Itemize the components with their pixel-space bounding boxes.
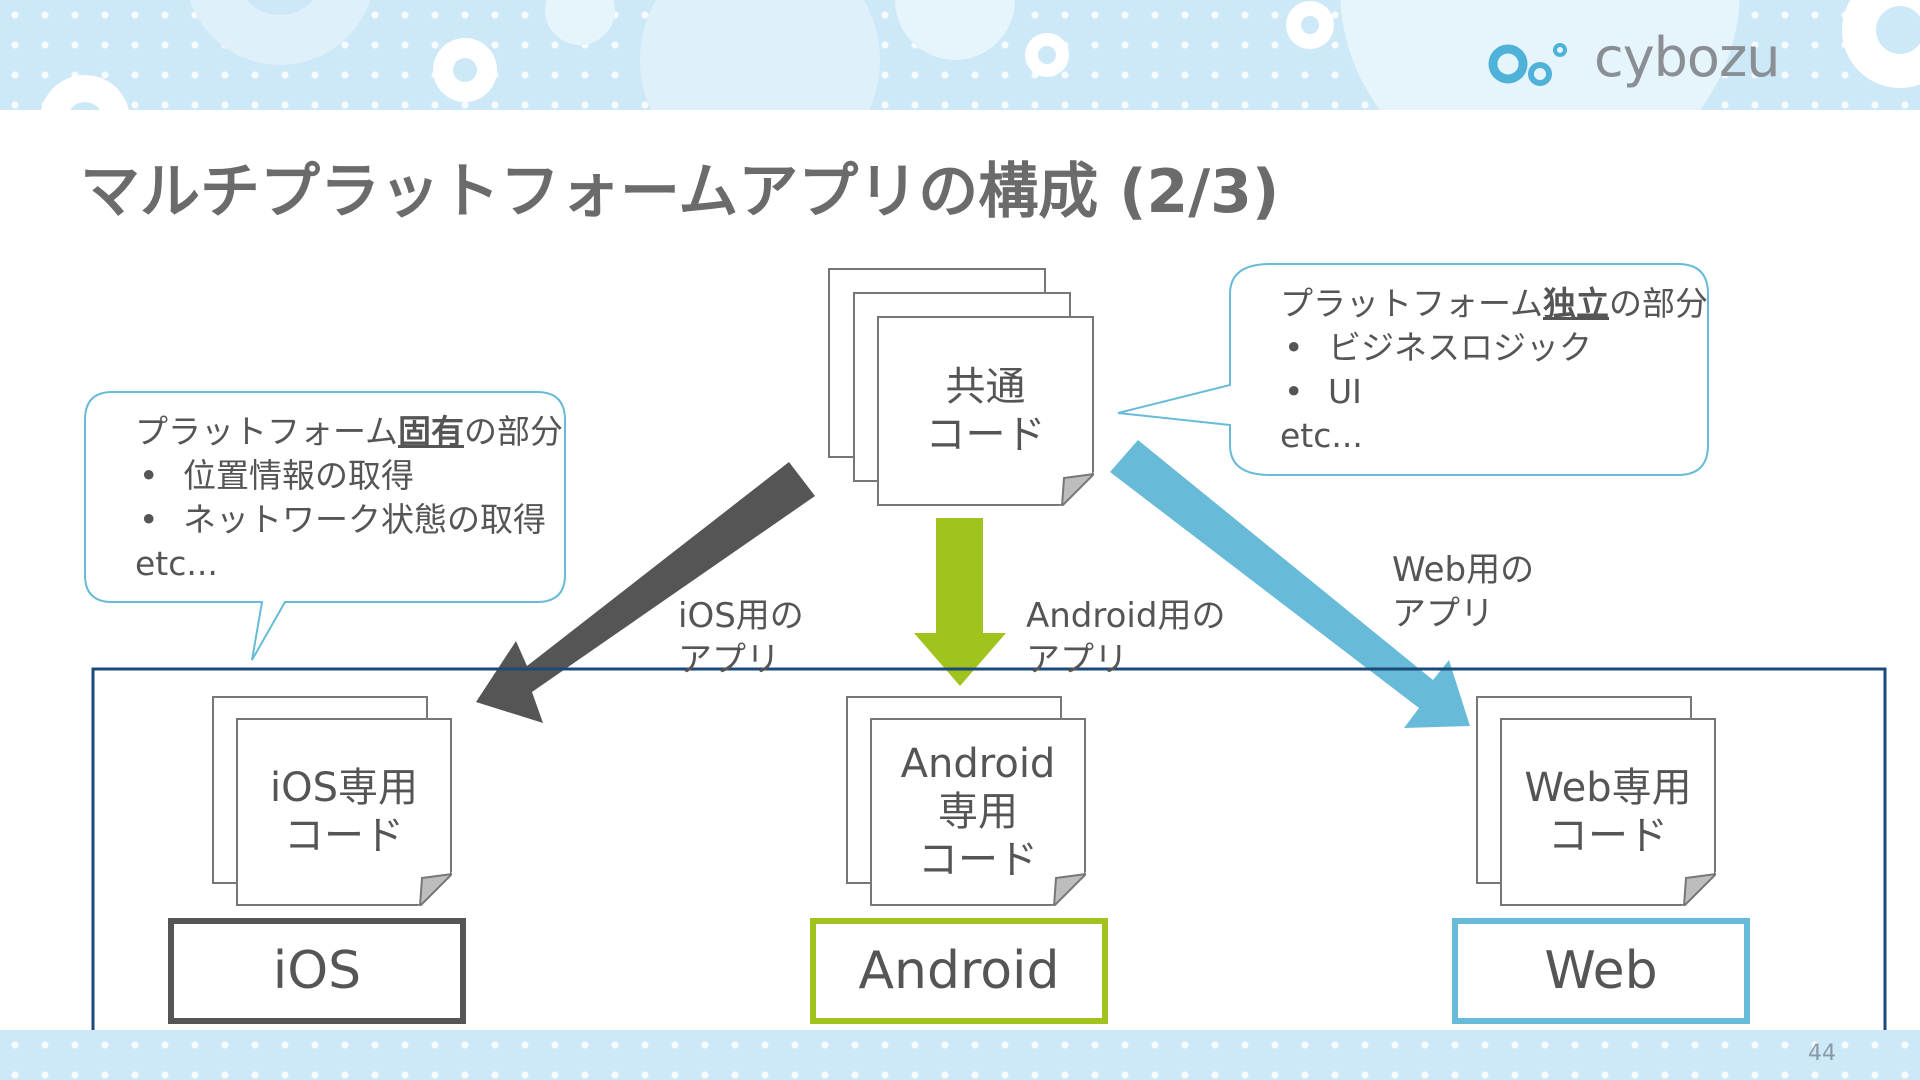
callout-left-item: ネットワーク状態の取得: [135, 498, 563, 542]
web-code-doc: Web専用 コード: [1500, 718, 1716, 906]
android-code-line: 専用: [938, 789, 1018, 835]
callout-left-item: 位置情報の取得: [135, 454, 563, 498]
page-curl-icon: [1052, 872, 1086, 906]
page-number: 44: [1808, 1041, 1836, 1066]
callout-right-etc: etc...: [1280, 416, 1363, 455]
ios-arrow-label: iOS用の アプリ: [678, 596, 804, 680]
callout-right-highlight: 独立: [1543, 284, 1610, 323]
android-arrow-label: Android用の アプリ: [1026, 596, 1226, 680]
callout-left-title: プラットフォーム固有の部分: [135, 412, 564, 451]
web-code-line: Web専用: [1524, 765, 1692, 811]
ios-code-line: コード: [284, 813, 404, 859]
ios-arrow-shape: [476, 462, 815, 723]
page-curl-icon: [1682, 872, 1716, 906]
callout-right-title: プラットフォーム独立の部分: [1280, 284, 1709, 323]
common-code-line-2: コード: [925, 412, 1046, 458]
platform-ios: iOS: [168, 918, 466, 1024]
footer-band: [0, 1030, 1920, 1080]
cybozu-logo: cybozu: [1488, 26, 1781, 96]
callout-left-etc: etc...: [135, 544, 218, 583]
header-band: [0, 0, 1920, 110]
page-curl-icon: [1060, 472, 1094, 506]
platform-android: Android: [810, 918, 1108, 1024]
web-code-line: コード: [1548, 813, 1668, 859]
logo-text: cybozu: [1594, 26, 1781, 89]
platform-web: Web: [1452, 918, 1750, 1024]
ios-code-doc: iOS専用 コード: [236, 718, 452, 906]
callout-left-highlight: 固有: [398, 412, 465, 451]
common-code-line-1: 共通: [945, 364, 1026, 410]
callout-right: プラットフォーム独立の部分 ビジネスロジック UI etc...: [1280, 282, 1708, 458]
callout-right-item: ビジネスロジック: [1280, 326, 1708, 370]
callout-left: プラットフォーム固有の部分 位置情報の取得 ネットワーク状態の取得 etc...: [135, 410, 563, 586]
web-arrow-label: Web用の アプリ: [1392, 550, 1535, 634]
android-code-line: Android: [900, 741, 1056, 787]
android-code-doc: Android 専用 コード: [870, 718, 1086, 906]
page-curl-icon: [418, 872, 452, 906]
android-arrow-icon: [914, 518, 1006, 686]
slide-title: マルチプラットフォームアプリの構成 (2/3): [80, 157, 1280, 227]
decorative-rings: [41, 0, 1920, 110]
android-code-line: コード: [918, 837, 1038, 883]
ios-code-line: iOS専用: [270, 765, 418, 811]
web-arrow-icon: [1110, 440, 1470, 728]
logo-mark-icon: [1488, 43, 1567, 86]
common-code-doc: 共通 コード: [877, 316, 1094, 506]
callout-right-item: UI: [1280, 370, 1708, 414]
